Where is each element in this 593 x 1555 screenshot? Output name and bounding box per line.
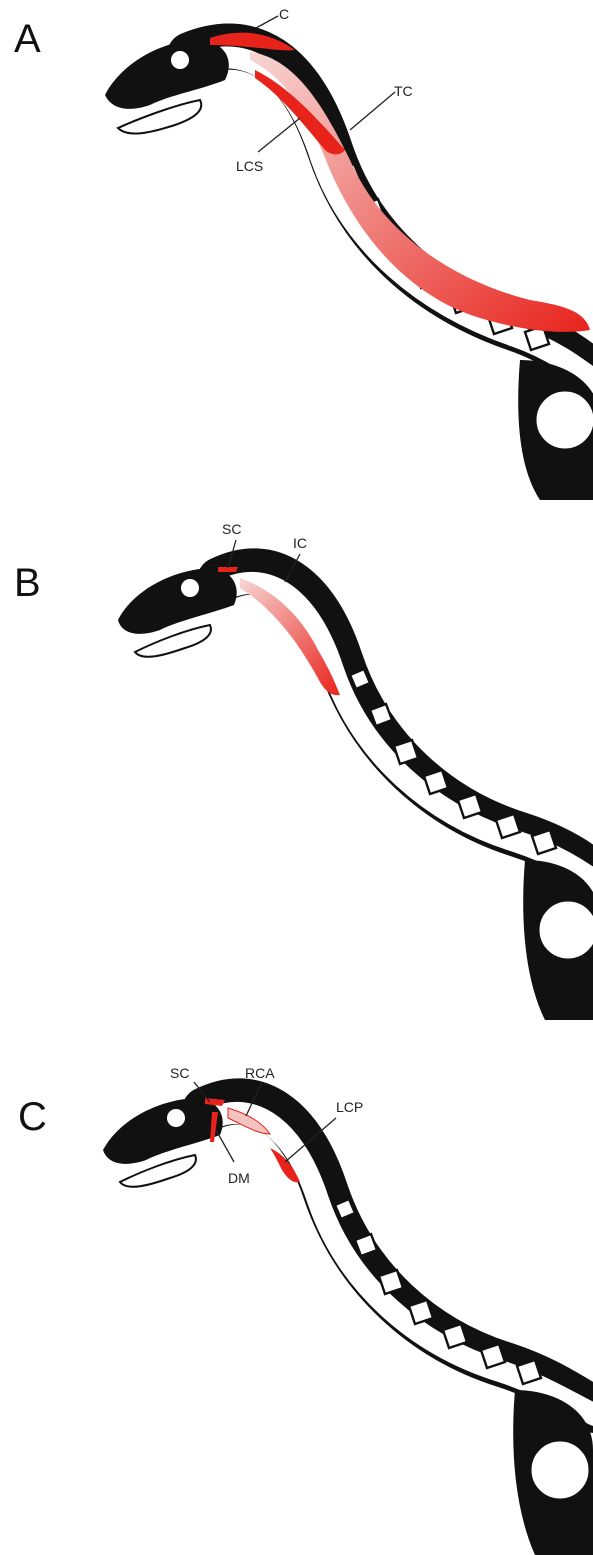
eye-socket [170,50,190,70]
label-sc: SC [170,1065,189,1081]
eye-socket [166,1108,186,1128]
leader-dm [216,1130,234,1162]
label-c: C [279,6,289,22]
leader-tc [350,92,395,130]
label-lcs: LCS [236,158,263,174]
panel-a-figure: A C TC LCS [0,0,593,500]
panel-b-figure: B SC IC [0,510,593,1020]
panel-a: A C TC LCS [0,0,593,500]
skull [105,40,229,134]
label-rca: RCA [245,1065,275,1081]
label-lcp: LCP [336,1099,363,1115]
skull [118,568,237,657]
panel-c-figure: C SC RCA LCP DM [0,1030,593,1555]
panel-letter: C [18,1095,47,1139]
panel-letter: B [14,561,41,605]
ribcage [535,390,593,450]
label-sc: SC [222,521,241,537]
label-ic: IC [293,535,307,551]
panel-c: C SC RCA LCP DM [0,1030,593,1555]
panel-b: B SC IC [0,510,593,1020]
skull [103,1098,223,1187]
ribcage [538,900,593,960]
leader-lcs [258,118,300,152]
ribcage [530,1440,590,1500]
panel-letter: A [14,17,41,61]
label-dm: DM [228,1170,250,1186]
leader-c [256,16,278,28]
label-tc: TC [394,83,413,99]
eye-socket [180,578,200,598]
